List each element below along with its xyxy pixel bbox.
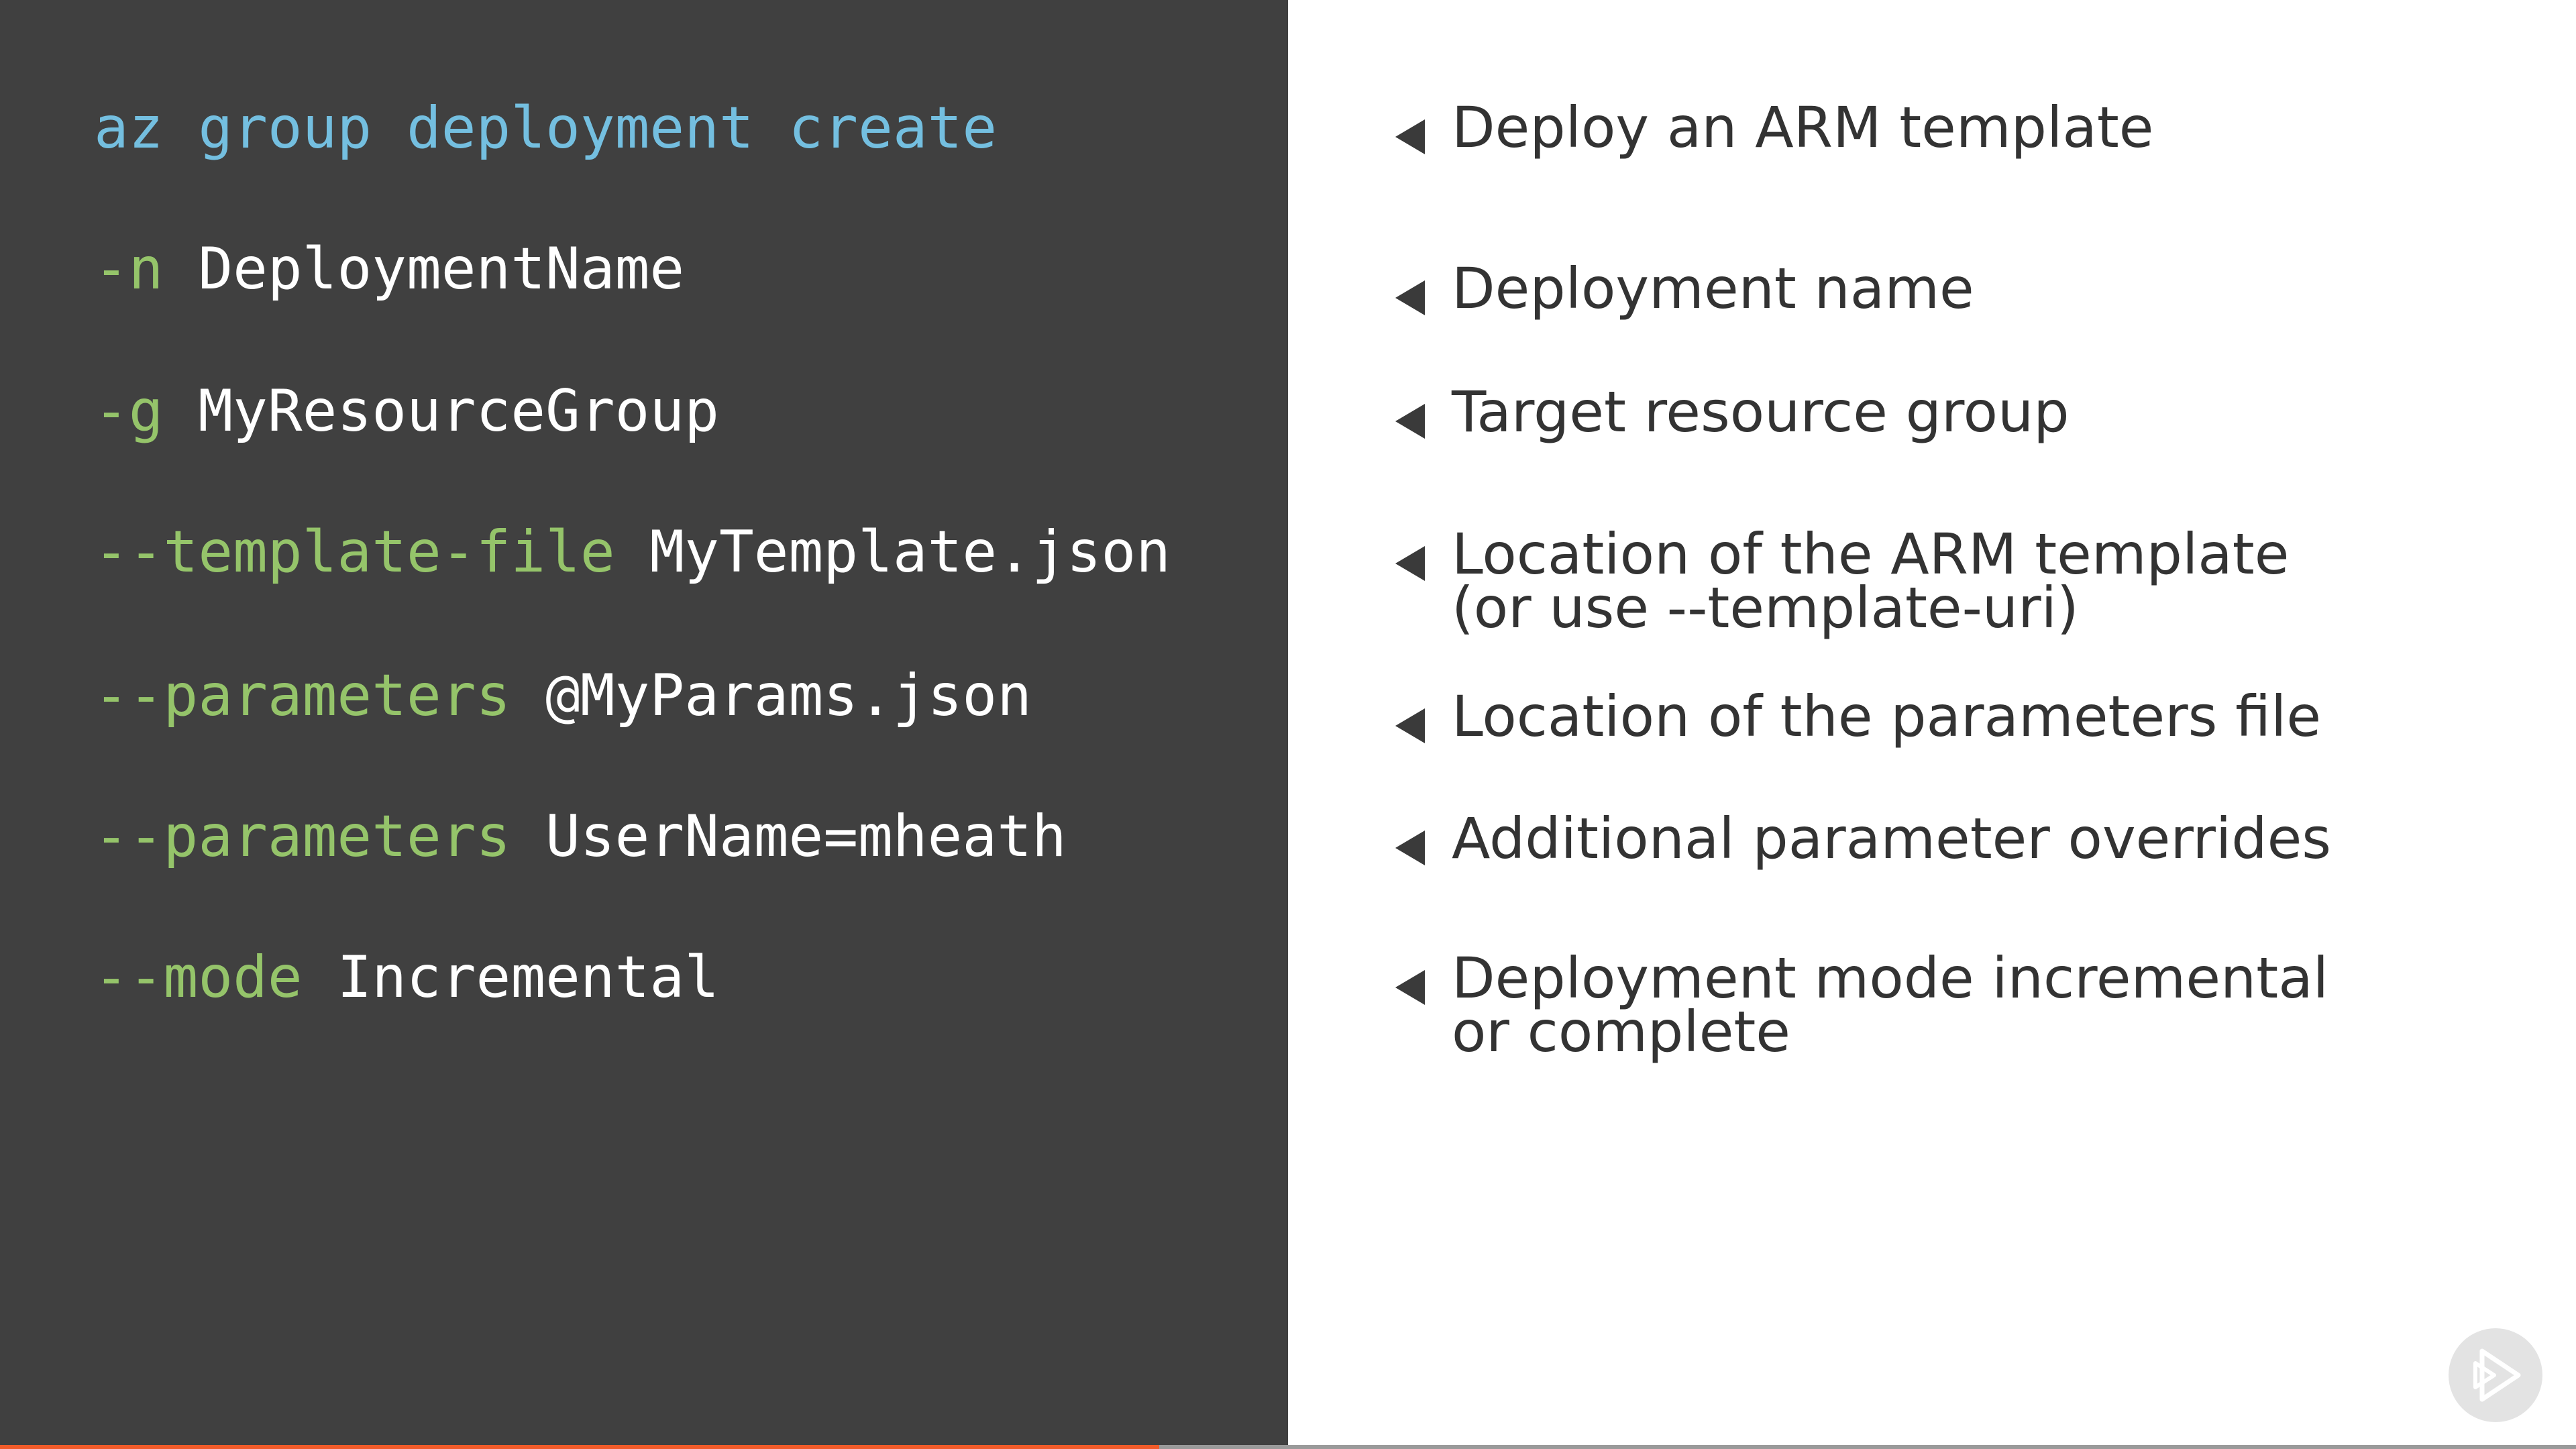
arrow-left-icon [1395, 280, 1425, 315]
description-line: Deployment name [1452, 256, 1974, 321]
description-text: Deployment mode incremental or complete [1452, 945, 2329, 1065]
code-token-value: Incremental [302, 944, 719, 1011]
code-line-command: az group deployment create [94, 99, 997, 157]
description-text: Target resource group [1452, 379, 2070, 445]
description-text: Deployment name [1452, 256, 1974, 321]
description-text: Additional parameter overrides [1452, 806, 2332, 871]
code-token-value: MyResourceGroup [163, 378, 719, 445]
description-text: Deploy an ARM template [1452, 95, 2154, 160]
arrow-left-icon [1395, 119, 1425, 154]
player-logo-button[interactable] [2449, 1328, 2542, 1422]
arrow-left-icon [1395, 970, 1425, 1005]
code-token-flag: --parameters [94, 803, 511, 870]
description-line: (or use --template-uri) [1452, 575, 2079, 641]
arrow-left-icon [1395, 546, 1425, 581]
code-token-value: MyTemplate.json [614, 519, 1171, 586]
arrow-left-icon [1395, 830, 1425, 865]
code-line-name: -n DeploymentName [94, 240, 684, 298]
code-line-parameters-file: --parameters @MyParams.json [94, 667, 1032, 724]
progress-bar-fill [0, 1445, 1159, 1449]
code-token-flag: --template-file [94, 519, 615, 586]
arrow-left-icon [1395, 708, 1425, 743]
description-text: Location of the parameters file [1452, 684, 2322, 749]
description-line: or complete [1452, 999, 1790, 1065]
description-line: Deploy an ARM template [1452, 95, 2154, 160]
code-token-flag: -n [94, 235, 164, 303]
code-token-flag: -g [94, 378, 164, 445]
description-panel [1288, 0, 2576, 1449]
play-logo-icon [2473, 1348, 2521, 1402]
description-line: Additional parameter overrides [1452, 806, 2332, 871]
code-token-flag: --parameters [94, 662, 511, 729]
arrow-left-icon [1395, 404, 1425, 439]
code-token-value: UserName=mheath [511, 803, 1067, 870]
description-line: Deployment mode incremental [1452, 945, 2329, 1011]
description-line: Location of the ARM template [1452, 521, 2290, 587]
description-text: Location of the ARM template (or use --t… [1452, 521, 2290, 641]
code-token-command: az group deployment create [94, 95, 998, 162]
description-line: Target resource group [1452, 379, 2070, 445]
description-line: Location of the parameters file [1452, 684, 2322, 749]
code-token-flag: --mode [94, 944, 303, 1011]
code-line-parameter-override: --parameters UserName=mheath [94, 808, 1067, 865]
code-token-value: DeploymentName [163, 235, 685, 303]
code-token-value: @MyParams.json [511, 662, 1032, 729]
code-line-group: -g MyResourceGroup [94, 382, 719, 440]
code-line-template-file: --template-file MyTemplate.json [94, 523, 1171, 581]
code-line-mode: --mode Incremental [94, 949, 719, 1006]
progress-bar[interactable] [0, 1445, 2576, 1449]
code-panel: az group deployment create -n Deployment… [0, 0, 1288, 1449]
